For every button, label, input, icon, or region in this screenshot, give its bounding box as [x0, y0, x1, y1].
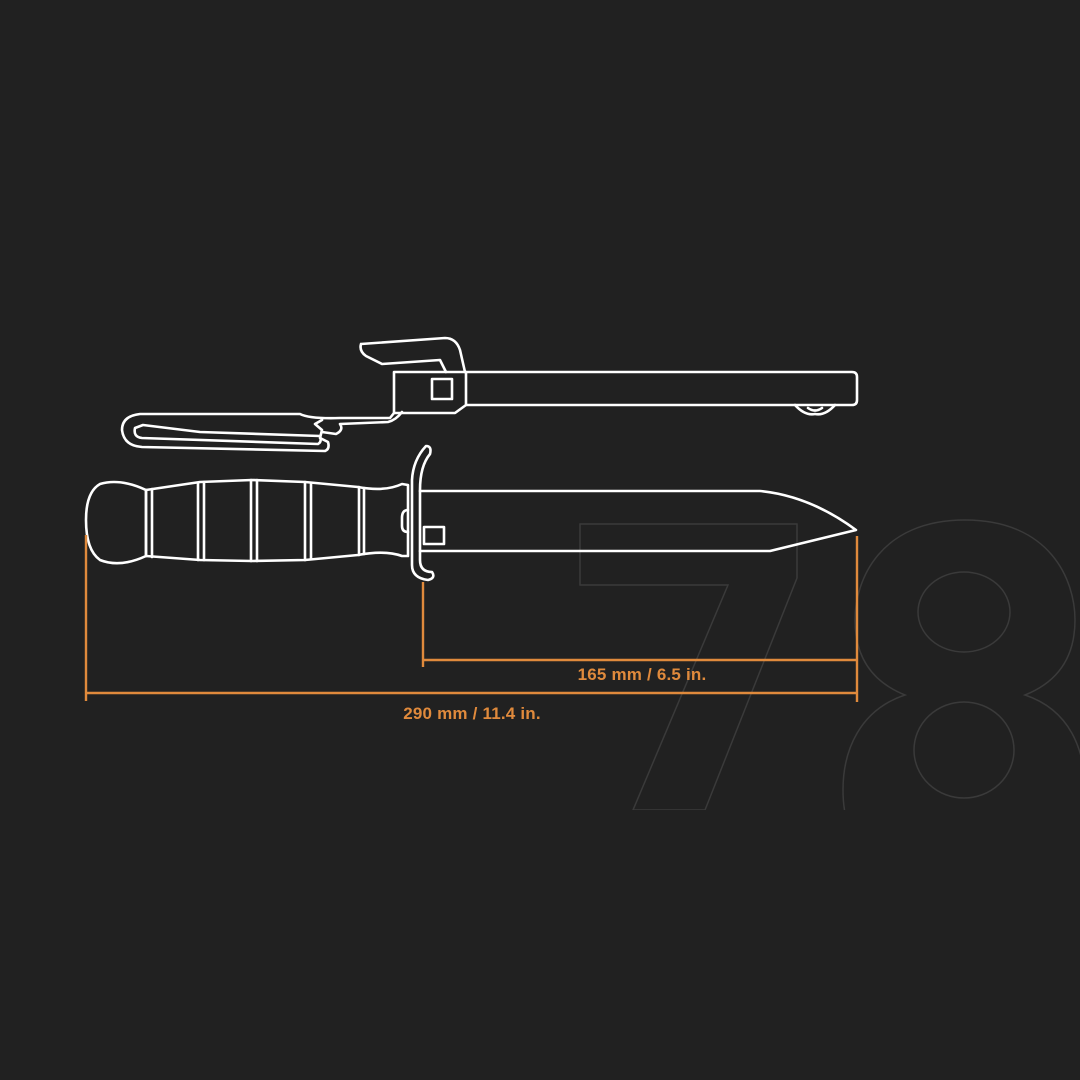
sheath-hook [359, 336, 467, 374]
overall-length-label: 290 mm / 11.4 in. [403, 704, 541, 723]
watermark-digit-7 [579, 523, 798, 810]
sheath-frog-clip [793, 403, 837, 416]
sheath-block [392, 370, 468, 415]
handle-pommel [84, 480, 148, 565]
guard [410, 444, 435, 582]
blade [418, 489, 858, 553]
blade-length-label: 165 mm / 6.5 in. [577, 665, 707, 684]
watermark-digit-8 [842, 519, 1080, 810]
ricasso-notch [422, 525, 446, 546]
belt-clip [120, 411, 396, 453]
sheath-outline [464, 370, 859, 407]
